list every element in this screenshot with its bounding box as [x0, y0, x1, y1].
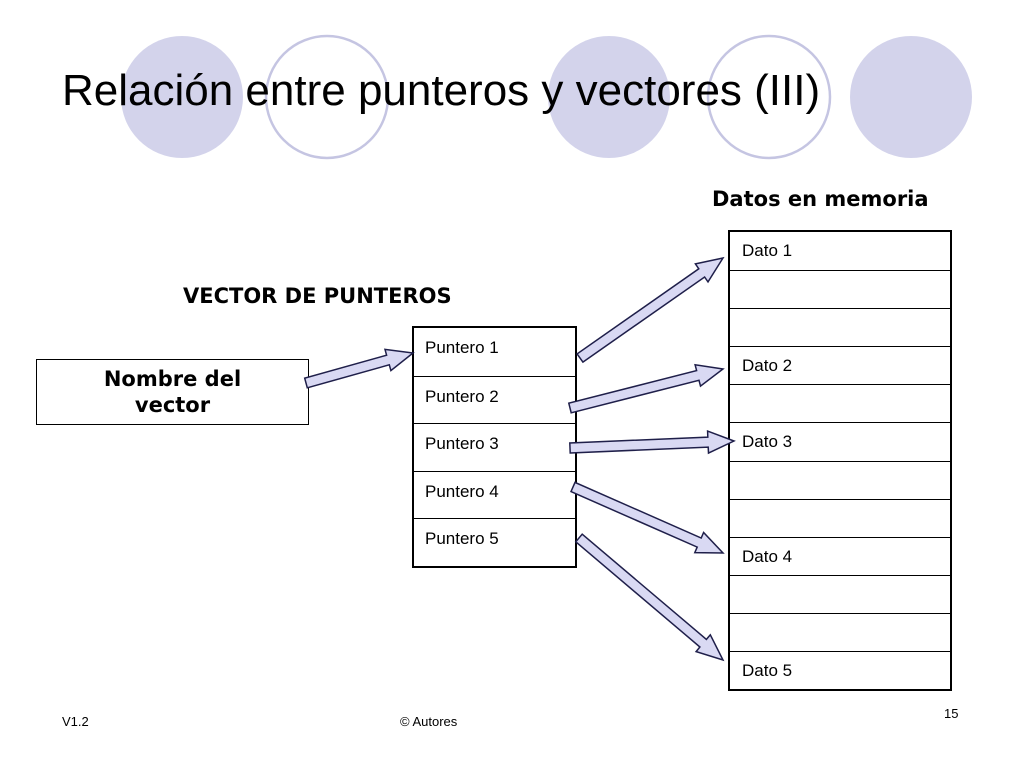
- memory-cell: Dato 3: [730, 422, 950, 460]
- decorative-circles: [121, 34, 972, 160]
- vector-name-box: Nombre del vector: [36, 359, 309, 425]
- decor-circle-4: [706, 34, 832, 160]
- vector-name-text: Nombre del vector: [103, 367, 242, 417]
- page-number: 15: [944, 706, 959, 721]
- memory-cell: Dato 5: [730, 651, 950, 689]
- memory-label: Datos en memoria: [712, 187, 929, 211]
- memory-cell: Dato 2: [730, 346, 950, 384]
- arrow-name-to-pointer1: [303, 348, 415, 389]
- memory-cell: [730, 574, 950, 613]
- pointer-table: Puntero 1 Puntero 2 Puntero 3 Puntero 4 …: [412, 326, 577, 568]
- memory-table: Dato 1 Dato 2 Dato 3 Dato 4 Dato 5: [728, 230, 952, 692]
- memory-cell: [730, 308, 950, 346]
- memory-cell: [730, 460, 950, 499]
- pointer-cell: Puntero 3: [414, 423, 575, 471]
- arrow-pointer2-to-dato2: [567, 363, 725, 414]
- slide-title: Relación entre punteros y vectores (III): [62, 66, 821, 115]
- arrow-pointer5-to-dato5: [574, 533, 725, 662]
- memory-cell: [730, 612, 950, 651]
- decor-circle-3: [548, 36, 670, 158]
- memory-cell: [730, 498, 950, 537]
- arrow-pointer1-to-dato1: [576, 256, 725, 364]
- pointer-cell: Puntero 2: [414, 375, 575, 424]
- decor-circle-2: [264, 34, 390, 160]
- footer-version: V1.2: [62, 714, 89, 729]
- decor-circle-1: [121, 36, 243, 158]
- vector-label: VECTOR DE PUNTEROS: [183, 284, 452, 308]
- arrow-pointer4-to-dato4: [570, 481, 725, 554]
- arrow-pointer3-to-dato3: [569, 430, 736, 455]
- pointer-cell: Puntero 1: [425, 338, 499, 357]
- pointer-cell: Puntero 5: [414, 518, 575, 566]
- memory-cell: [730, 384, 950, 422]
- pointer-cell: Puntero 4: [414, 470, 575, 519]
- memory-cell: [730, 270, 950, 308]
- decor-circle-5: [850, 36, 972, 158]
- memory-cell: Dato 1: [742, 241, 793, 260]
- memory-cell: Dato 4: [730, 536, 950, 575]
- footer-copyright: © Autores: [400, 714, 458, 729]
